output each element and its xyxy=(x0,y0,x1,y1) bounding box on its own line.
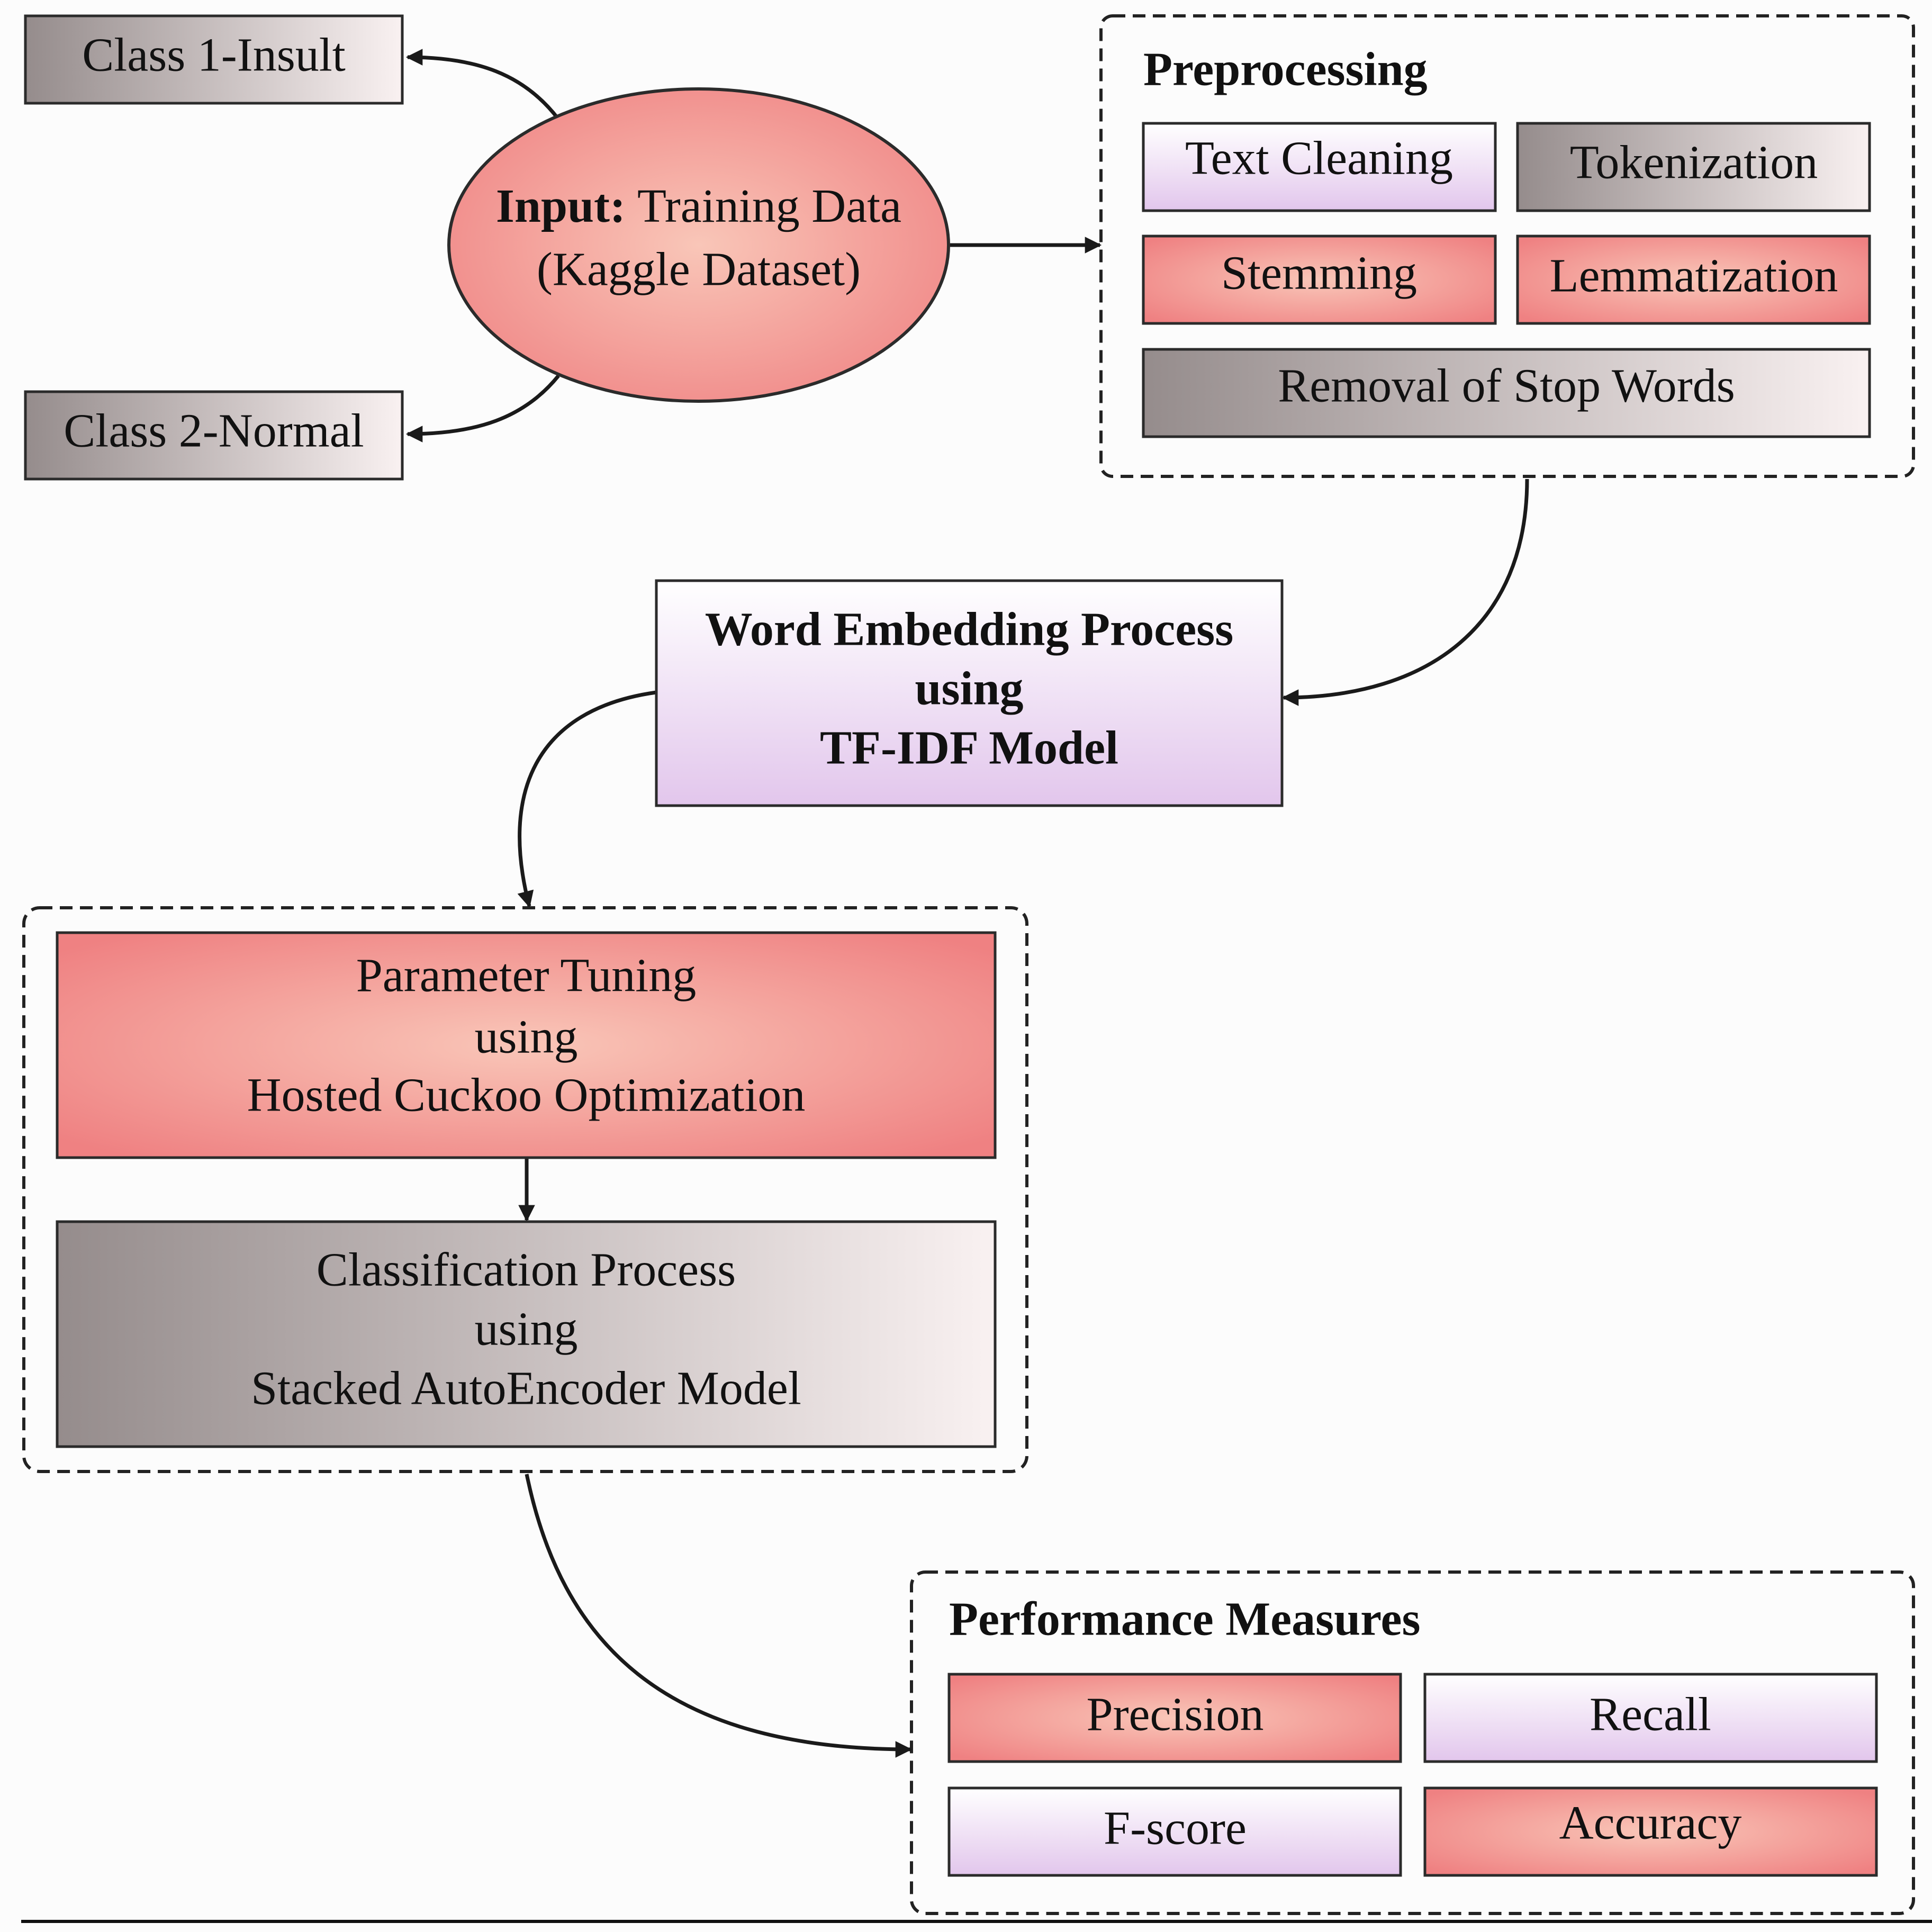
embedding-line3: TF-IDF Model xyxy=(820,722,1118,774)
lemmatization-label: Lemmatization xyxy=(1550,250,1838,302)
text-cleaning-label: Text Cleaning xyxy=(1185,132,1453,185)
stemming-label: Stemming xyxy=(1221,247,1417,300)
tokenization-box xyxy=(1516,122,1871,212)
stop-words-box xyxy=(1142,348,1871,438)
accuracy-box xyxy=(1423,1786,1878,1877)
performance-title: Performance Measures xyxy=(949,1593,1420,1646)
classification-line1: Classification Process xyxy=(317,1244,736,1296)
parameter-tuning-box xyxy=(56,931,997,1159)
text-cleaning-box xyxy=(1142,122,1497,212)
precision-box xyxy=(947,1673,1402,1763)
class2-label: Class 2-Normal xyxy=(64,405,364,457)
arrow-to-tuning xyxy=(517,690,657,908)
fscore-box xyxy=(947,1786,1402,1877)
arrow-to-class1 xyxy=(405,49,560,121)
stop-words-label: Removal of Stop Words xyxy=(1278,360,1735,412)
fscore-label: F-score xyxy=(1104,1802,1247,1855)
classification-box xyxy=(56,1220,997,1448)
lemmatization-box xyxy=(1516,234,1871,325)
input-bold-label: Input: xyxy=(496,180,626,232)
input-label: Input:Training Data xyxy=(496,180,901,232)
word-embedding-box xyxy=(655,579,1284,807)
arrow-to-embedding xyxy=(1281,479,1529,706)
tuning-line1: Parameter Tuning xyxy=(356,950,696,1002)
class1-label: Class 1-Insult xyxy=(82,29,346,82)
precision-label: Precision xyxy=(1087,1689,1264,1741)
preprocessing-group xyxy=(1099,14,1915,478)
class1-box xyxy=(24,14,404,105)
recall-box xyxy=(1423,1673,1878,1763)
accuracy-label: Accuracy xyxy=(1559,1797,1742,1849)
preprocessing-title: Preprocessing xyxy=(1143,43,1428,96)
arrow-to-class2 xyxy=(405,374,560,443)
tuning-line3: Hosted Cuckoo Optimization xyxy=(247,1069,806,1122)
embedding-line1: Word Embedding Process xyxy=(705,603,1233,656)
recall-label: Recall xyxy=(1590,1689,1711,1741)
stemming-box xyxy=(1142,234,1497,325)
tokenization-label: Tokenization xyxy=(1570,137,1818,189)
input-training-data-ellipse xyxy=(447,87,950,403)
class2-box xyxy=(24,390,404,481)
arrow-to-performance xyxy=(525,1474,913,1758)
input-text-label: Training Data xyxy=(637,180,901,232)
embedding-line2: using xyxy=(915,663,1023,715)
classification-line3: Stacked AutoEncoder Model xyxy=(251,1362,801,1415)
input-dataset-label: (Kaggle Dataset) xyxy=(537,243,861,296)
tuning-line2: using xyxy=(474,1011,577,1063)
classification-line2: using xyxy=(474,1303,577,1356)
